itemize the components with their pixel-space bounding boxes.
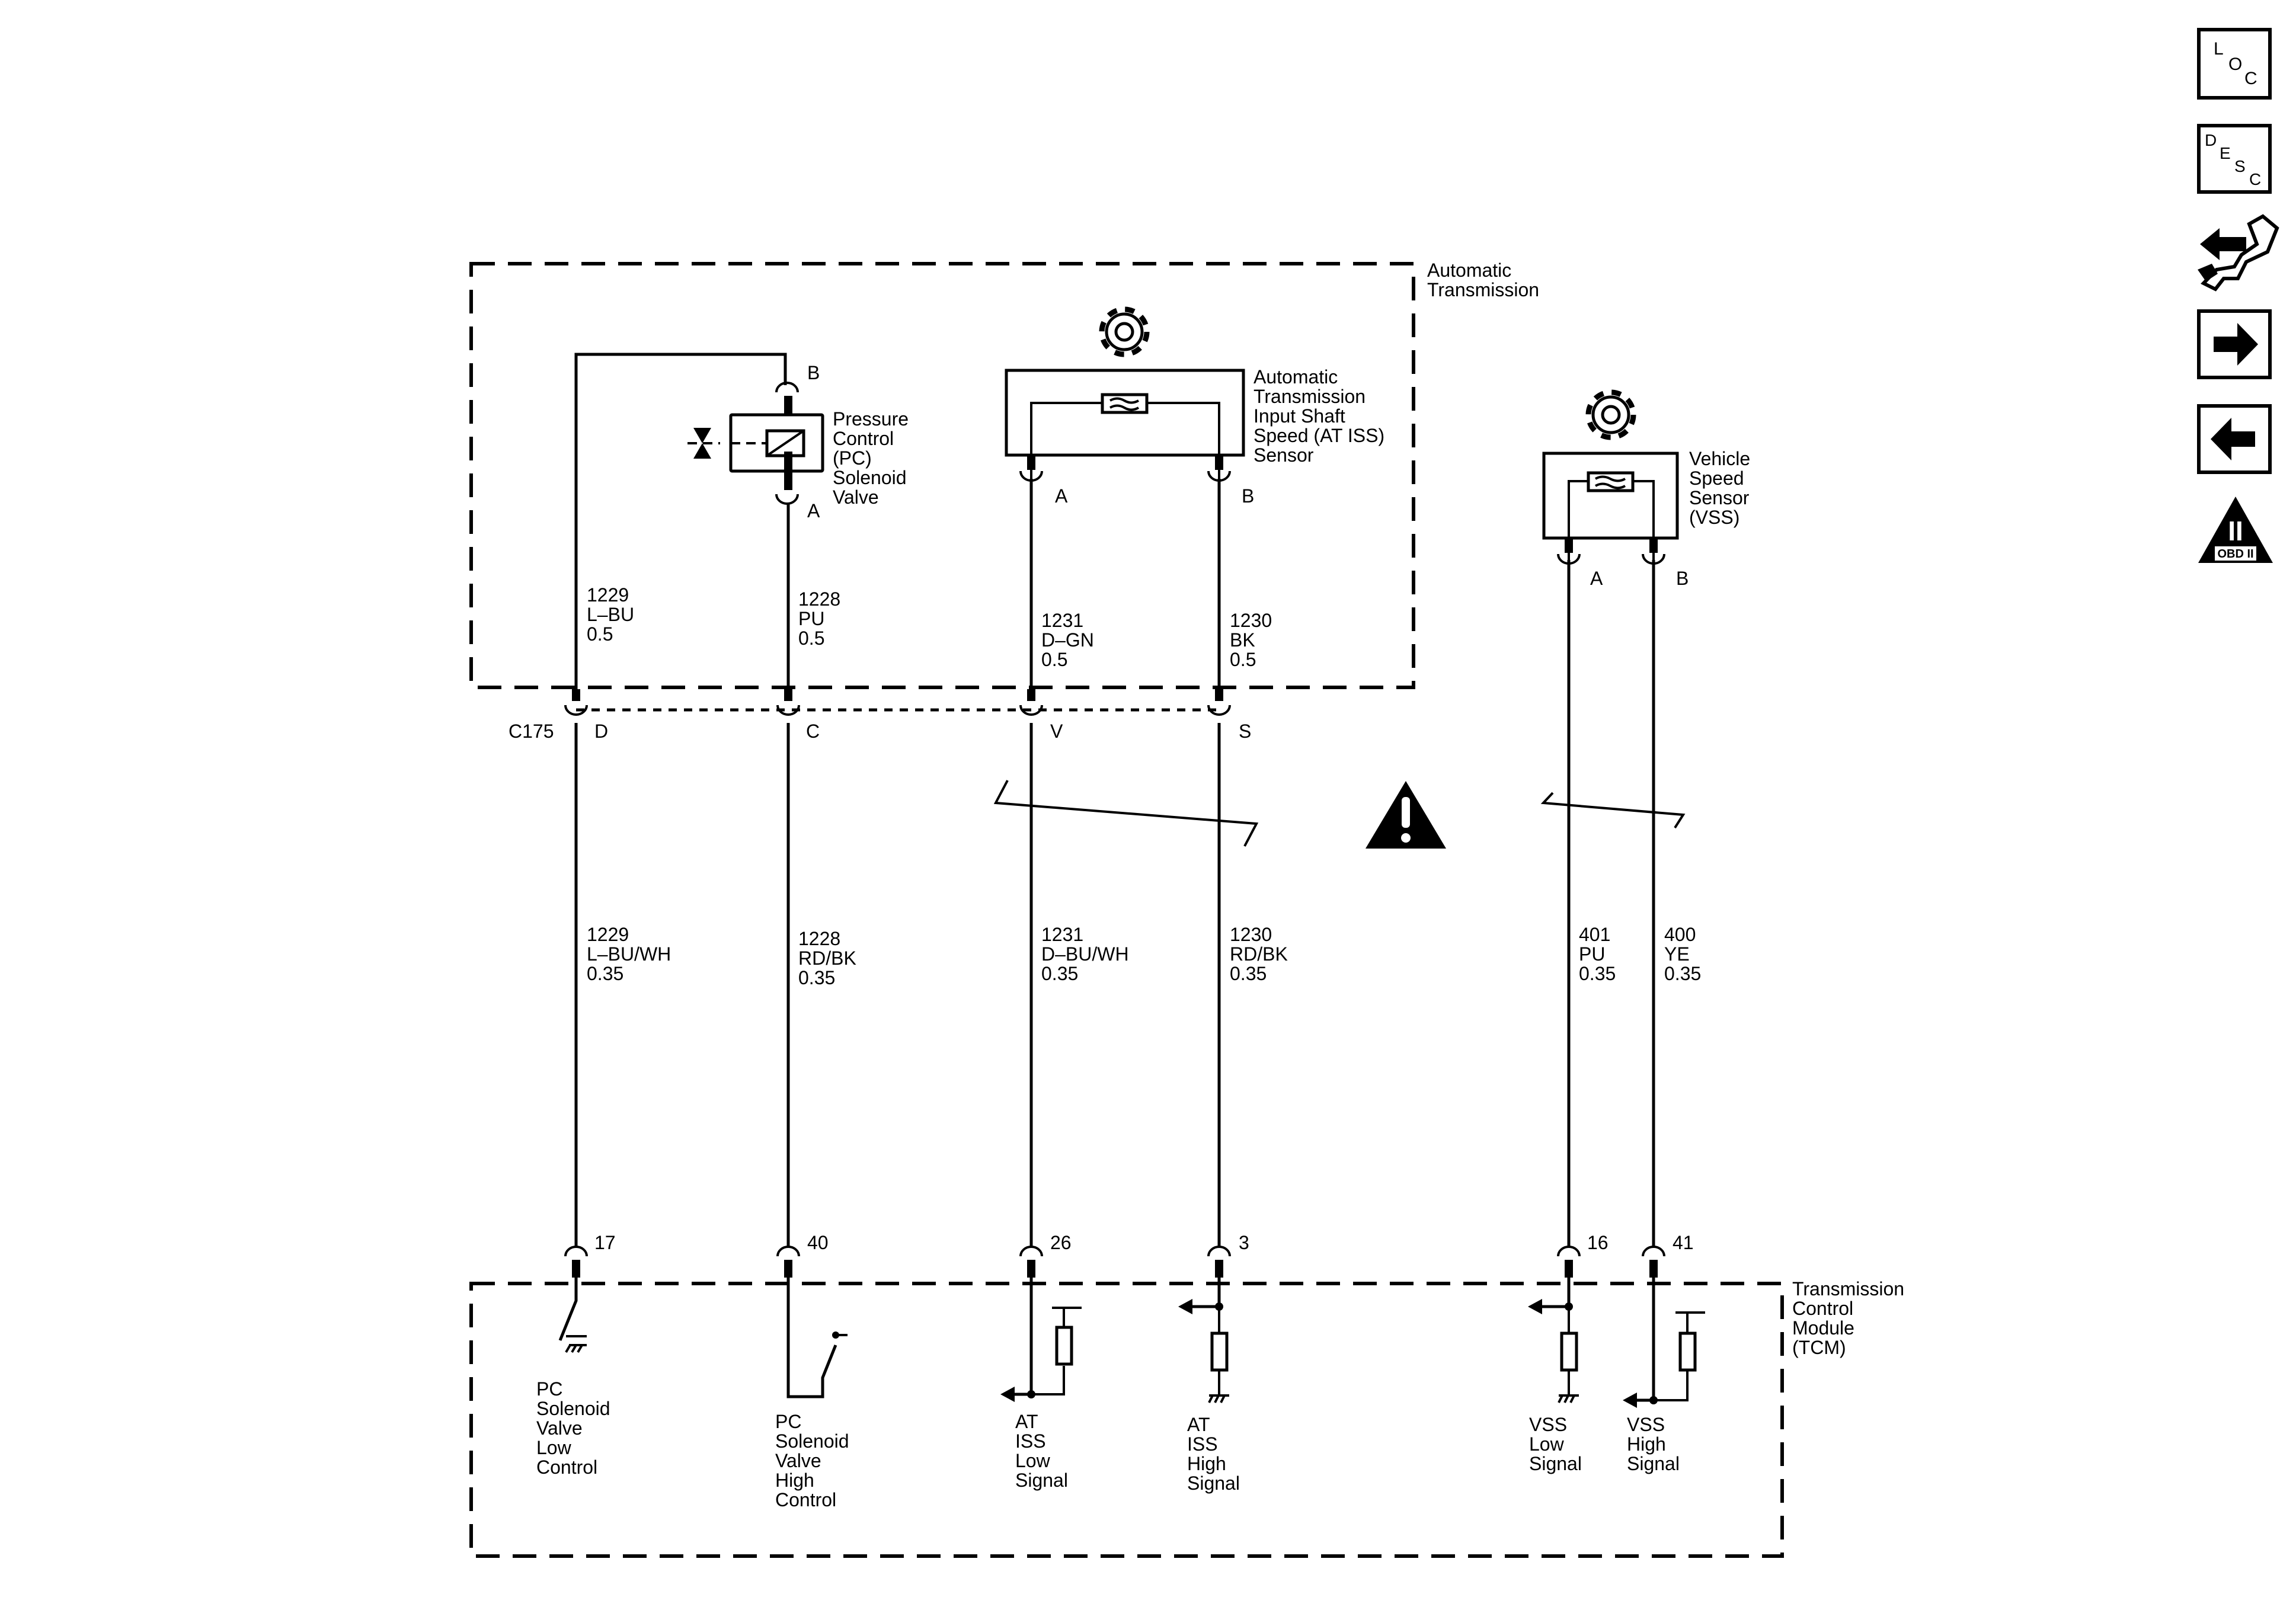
wire-label-1231-upper: 1231 D–GN 0.5 <box>1041 610 1099 670</box>
vss-pin-b: B <box>1676 568 1689 589</box>
desc-letter-d: D <box>2205 131 2217 149</box>
lower-wire-labels: 1229 L–BU/WH 0.35 1228 RD/BK 0.35 1231 D… <box>587 924 1701 988</box>
side-toolbar: L O C D E S C II OBD II <box>2197 28 2279 563</box>
loc-letter-c: C <box>2244 69 2257 88</box>
tcm-pin-40: 40 <box>807 1232 829 1253</box>
loc-letter-l: L <box>2214 39 2224 59</box>
twisted-pair-iss <box>993 780 1259 847</box>
connector-repair-icon[interactable] <box>2198 214 2279 292</box>
twisted-pair-vss <box>1540 792 1686 829</box>
obd-ii-label: OBD II <box>2217 548 2253 561</box>
signal-vss-high: VSS High Signal <box>1627 1414 1680 1474</box>
c175-pin-c: C <box>806 721 820 742</box>
tcm-pin-26: 26 <box>1050 1232 1072 1253</box>
loc-icon[interactable]: L O C <box>2197 28 2272 100</box>
tcm-pin-17: 17 <box>594 1232 616 1253</box>
obd-ii-numeral: II <box>2228 516 2243 546</box>
caution-icon <box>1366 781 1446 849</box>
at-iss-label: Automatic Transmission Input Shaft Speed… <box>1253 366 1390 466</box>
c175-pin-v: V <box>1050 721 1063 742</box>
tcm-terminals: 17 40 26 3 16 41 <box>564 1232 1694 1278</box>
at-iss-pin-b: B <box>1242 485 1254 507</box>
tcm-pin-16: 16 <box>1587 1232 1609 1253</box>
c175-pin-s: S <box>1239 721 1251 742</box>
wire-label-1229-upper: 1229 L–BU 0.5 <box>587 584 639 645</box>
at-iss-pin-a: A <box>1055 485 1068 507</box>
vehicle-speed-sensor: A B Vehicle Speed Sensor (VSS) <box>1542 389 1755 589</box>
wire-label-1230-upper: 1230 BK 0.5 <box>1230 610 1277 670</box>
wire-label-401: 401 PU 0.35 <box>1579 924 1616 984</box>
automatic-transmission-zone: Automatic Transmission <box>469 260 1539 689</box>
wire-label-1228-upper: 1228 PU 0.5 <box>798 588 846 649</box>
tcm-signal-labels: PC Solenoid Valve Low Control PC Solenoi… <box>536 1378 1680 1510</box>
desc-letter-e: E <box>2220 144 2231 162</box>
wires <box>574 353 1686 1248</box>
signal-pc-high: PC Solenoid Valve High Control <box>775 1411 854 1510</box>
tcm-pin-41: 41 <box>1673 1232 1694 1253</box>
tcm-label: Transmission Control Module (TCM) <box>1792 1278 1910 1358</box>
pc-valve-label: Pressure Control (PC) Solenoid Valve <box>833 408 914 508</box>
wire-label-400: 400 YE 0.35 <box>1664 924 1701 984</box>
signal-vss-low: VSS Low Signal <box>1529 1414 1582 1474</box>
vss-label: Vehicle Speed Sensor (VSS) <box>1689 448 1755 528</box>
wire-label-1229-lower: 1229 L–BU/WH 0.35 <box>587 924 676 984</box>
signal-at-iss-low: AT ISS Low Signal <box>1015 1411 1068 1491</box>
previous-arrow-icon[interactable] <box>2197 404 2272 474</box>
automatic-transmission-label: Automatic Transmission <box>1427 260 1539 300</box>
at-iss-sensor: A B Automatic Transmission Input Shaft S… <box>1005 306 1390 507</box>
wire-label-1230-lower: 1230 RD/BK 0.35 <box>1230 924 1293 984</box>
obd-ii-icon[interactable]: II OBD II <box>2198 497 2273 563</box>
c175-pin-d: D <box>594 721 608 742</box>
connector-c175: C175 D C V S <box>509 689 1251 742</box>
vss-pin-a: A <box>1590 568 1603 589</box>
upper-wire-labels: 1229 L–BU 0.5 1228 PU 0.5 1231 D–GN 0.5 … <box>587 584 1277 670</box>
desc-letter-c: C <box>2249 170 2261 188</box>
tcm-zone: Transmission Control Module (TCM) <box>469 1278 1910 1558</box>
pc-valve-pin-a: A <box>807 500 820 521</box>
wire-label-1231-lower: 1231 D–BU/WH 0.35 <box>1041 924 1134 984</box>
signal-at-iss-high: AT ISS High Signal <box>1187 1414 1240 1494</box>
gear-icon <box>1585 389 1636 440</box>
gear-icon <box>1099 306 1150 357</box>
desc-letter-s: S <box>2234 157 2246 175</box>
wire-1229-upper <box>574 353 787 690</box>
desc-icon[interactable]: D E S C <box>2197 124 2272 194</box>
tcm-pin-3: 3 <box>1239 1232 1249 1253</box>
signal-pc-low: PC Solenoid Valve Low Control <box>536 1378 615 1478</box>
wire-label-1228-lower: 1228 RD/BK 0.35 <box>798 928 862 988</box>
loc-letter-o: O <box>2228 55 2242 74</box>
connector-name: C175 <box>509 721 554 742</box>
tcm-internals <box>558 1278 1705 1408</box>
pc-valve-pin-b: B <box>807 362 820 383</box>
pc-solenoid-valve: B A Pressure Control (PC) Solenoid Valve <box>687 362 914 521</box>
c175-terminals <box>564 689 1231 716</box>
next-arrow-icon[interactable] <box>2197 309 2272 379</box>
